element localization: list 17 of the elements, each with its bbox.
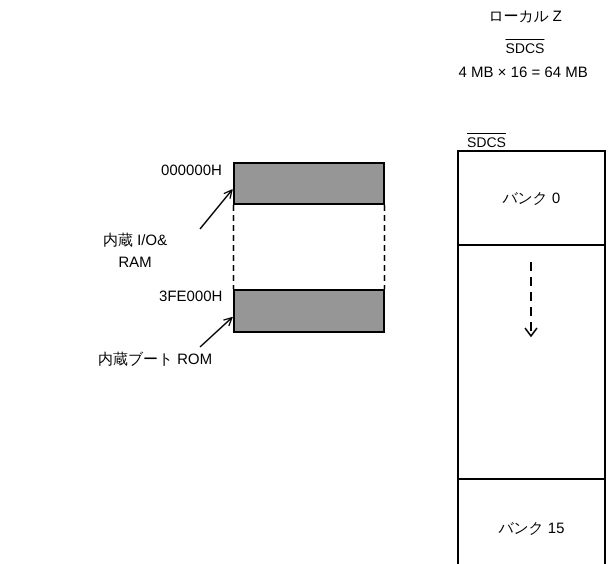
signal-name: SDCS: [467, 134, 506, 151]
area-label: 内蔵ブート ROM: [70, 348, 240, 372]
address-label: 000000H: [161, 162, 222, 180]
address-label: 3FE000H: [159, 288, 222, 306]
signal-name: SDCS: [506, 40, 544, 57]
memory-block: [233, 289, 385, 333]
capacity-note: 4 MB × 16 = 64 MB: [458, 64, 588, 82]
area-label: 内蔵 I/O& RAM: [90, 230, 180, 274]
column-heading: ローカル Z: [488, 8, 562, 26]
arrow: [199, 189, 233, 230]
dashed-line: [384, 205, 386, 289]
memory-region: [457, 244, 606, 480]
arrow: [200, 316, 233, 348]
bank-box: バンク 0: [457, 150, 606, 246]
dashed-line: [232, 205, 234, 289]
bank-box: バンク 15: [457, 478, 606, 564]
memory-block: [233, 162, 385, 205]
